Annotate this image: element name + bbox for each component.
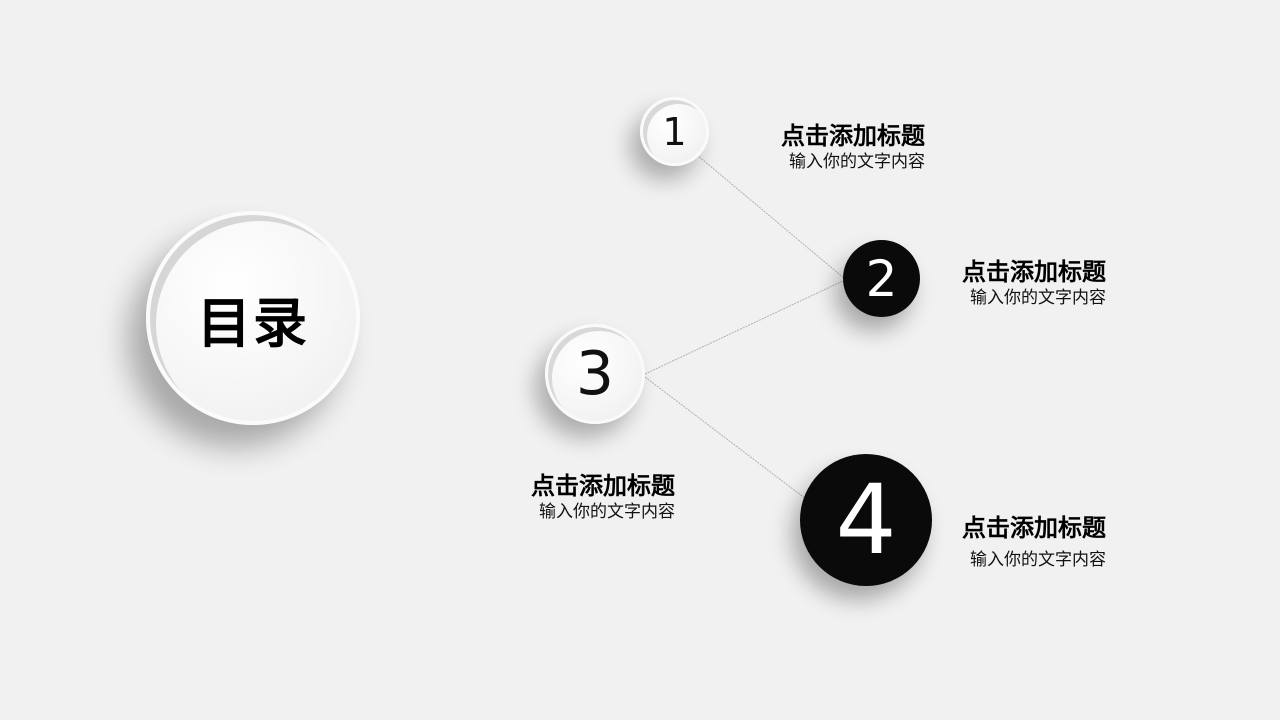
item-1-label: 点击添加标题 输入你的文字内容	[781, 121, 925, 173]
item-1-heading[interactable]: 点击添加标题	[781, 122, 925, 150]
connector-1-2	[696, 154, 846, 280]
item-1-subtitle[interactable]: 输入你的文字内容	[789, 152, 925, 172]
item-2-number: 2	[865, 249, 898, 308]
item-1-number: 1	[662, 109, 687, 154]
item-3-heading[interactable]: 点击添加标题	[531, 472, 675, 500]
item-2-subtitle[interactable]: 输入你的文字内容	[970, 288, 1106, 308]
toc-title: 目录	[197, 291, 309, 355]
connector-3-2	[644, 279, 846, 375]
item-2-circle: 2	[843, 240, 920, 317]
item-2-label: 点击添加标题 输入你的文字内容	[962, 257, 1106, 309]
item-4-subtitle[interactable]: 输入你的文字内容	[970, 550, 1106, 570]
item-4-number: 4	[835, 464, 897, 576]
toc-title-circle: 目录	[146, 211, 360, 425]
item-3-number: 3	[575, 339, 615, 409]
item-3-subtitle[interactable]: 输入你的文字内容	[539, 502, 675, 522]
item-3-label: 点击添加标题 输入你的文字内容	[531, 471, 675, 523]
item-4-heading[interactable]: 点击添加标题	[962, 514, 1106, 542]
item-1-circle: 1	[640, 97, 709, 166]
item-4-circle: 4	[800, 454, 932, 586]
item-4-label: 点击添加标题 输入你的文字内容	[962, 513, 1106, 571]
item-3-circle: 3	[545, 324, 645, 424]
item-2-heading[interactable]: 点击添加标题	[962, 258, 1106, 286]
